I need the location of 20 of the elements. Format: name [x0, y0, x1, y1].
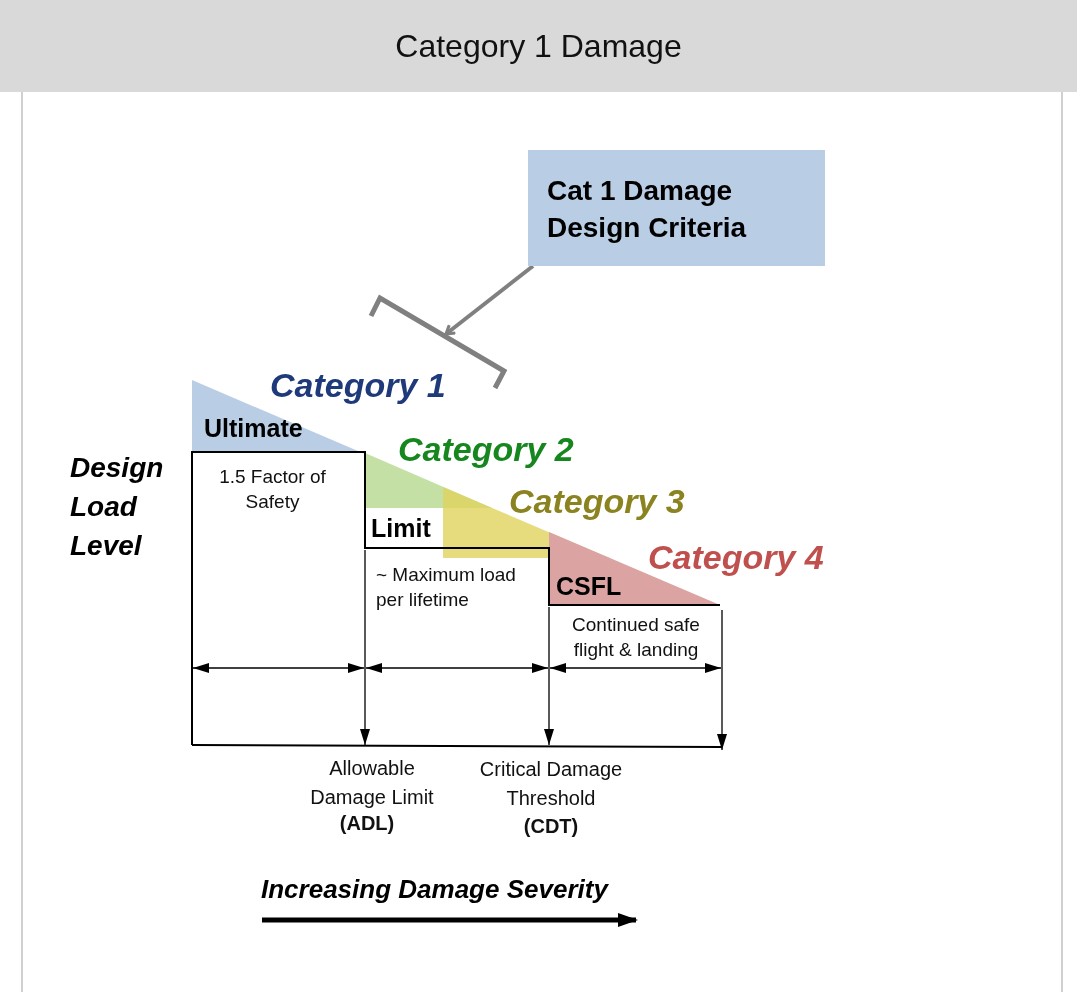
level-note: 1.5 Factor of Safety — [218, 465, 327, 514]
threshold-abbreviation: (CDT) — [522, 815, 580, 838]
level-label: CSFL — [556, 572, 623, 601]
level-label: Ultimate — [204, 414, 304, 443]
threshold-label: Critical Damage Threshold — [478, 757, 624, 811]
threshold-label: Allowable Damage Limit — [309, 756, 435, 810]
category-label: Category 2 — [398, 430, 575, 469]
category-label: Category 1 — [270, 366, 447, 405]
axis-label: Design Load Level — [70, 451, 165, 563]
criteria-box — [528, 150, 825, 266]
box-label: Cat 1 Damage Design Criteria — [547, 174, 748, 245]
category-label: Category 4 — [648, 538, 825, 577]
level-note: ~ Maximum load per lifetime — [376, 563, 517, 612]
level-label: Limit — [371, 514, 432, 543]
axis-label: Increasing Damage Severity — [261, 874, 610, 905]
arrow — [444, 264, 535, 336]
title: Category 1 Damage — [395, 27, 682, 65]
level-note: Continued safe flight & landing — [571, 613, 701, 662]
threshold-abbreviation: (ADL) — [338, 812, 396, 835]
category-label: Category 3 — [509, 482, 686, 521]
